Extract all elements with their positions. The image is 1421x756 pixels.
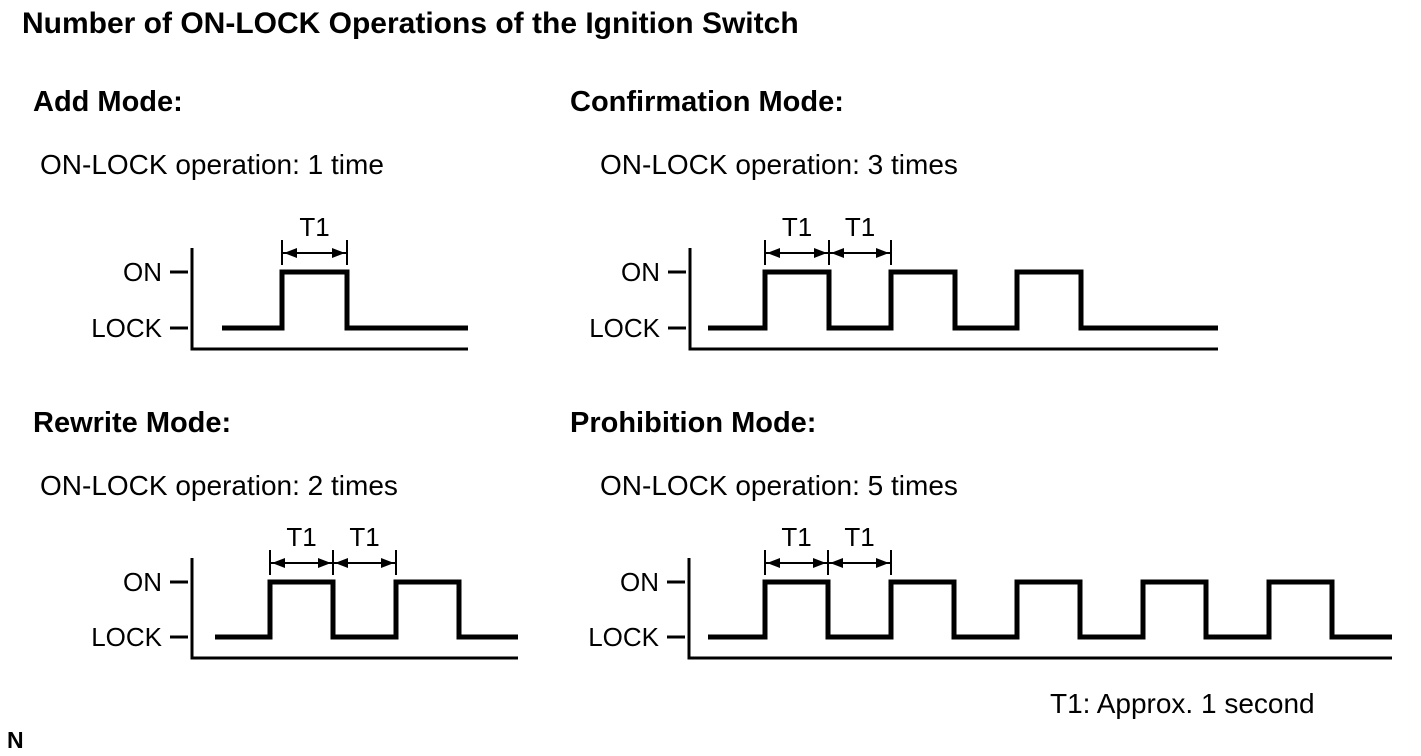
corner-letter: N	[7, 727, 24, 753]
t1-arrowhead-right	[381, 558, 394, 568]
t1-arrowhead-left	[767, 248, 780, 258]
t1-label: T1	[781, 522, 811, 552]
t1-label: T1	[349, 522, 379, 552]
t1-arrowhead-left	[830, 558, 843, 568]
axis-line	[688, 248, 1218, 351]
page-title: Number of ON-LOCK Operations of the Igni…	[22, 7, 799, 40]
t1-label: T1	[299, 212, 329, 242]
operation-count-add-mode: ON-LOCK operation: 1 time	[40, 149, 384, 180]
lock-level-label: LOCK	[589, 313, 660, 343]
lock-level-label: LOCK	[588, 622, 659, 652]
square-wave-line	[708, 579, 1392, 640]
waveform-confirmation: ON LOCK T1 T1	[589, 212, 1218, 351]
t1-arrowhead-left	[284, 248, 297, 258]
t1-arrowhead-right	[332, 248, 345, 258]
on-level-label: ON	[123, 567, 162, 597]
operation-count-confirmation-mode: ON-LOCK operation: 3 times	[600, 149, 958, 180]
t1-arrowhead-right	[318, 558, 331, 568]
t1-label: T1	[845, 212, 875, 242]
t1-arrowhead-left	[335, 558, 348, 568]
waveform-prohibition: ON LOCK T1 T1	[588, 522, 1392, 660]
t1-arrowhead-left	[767, 558, 780, 568]
on-level-label: ON	[621, 257, 660, 287]
panel-title-prohibition-mode: Prohibition Mode:	[570, 407, 817, 439]
panel-title-confirmation-mode: Confirmation Mode:	[570, 86, 844, 118]
t1-arrowhead-right	[876, 248, 889, 258]
t1-label: T1	[782, 212, 812, 242]
on-level-label: ON	[123, 257, 162, 287]
t1-arrowhead-right	[813, 558, 826, 568]
on-level-label: ON	[620, 567, 659, 597]
axis-line	[190, 248, 468, 351]
t1-arrowhead-left	[831, 248, 844, 258]
lock-level-label: LOCK	[91, 313, 162, 343]
waveform-rewrite: ON LOCK T1 T1	[91, 522, 518, 660]
operation-count-prohibition-mode: ON-LOCK operation: 5 times	[600, 470, 958, 501]
t1-arrowhead-left	[272, 558, 285, 568]
t1-arrowhead-right	[814, 248, 827, 258]
t1-arrowhead-right	[876, 558, 889, 568]
t1-label: T1	[286, 522, 316, 552]
waveform-add: ON LOCK T1	[91, 212, 468, 351]
lock-level-label: LOCK	[91, 622, 162, 652]
square-wave-line	[215, 579, 518, 640]
operation-count-rewrite-mode: ON-LOCK operation: 2 times	[40, 470, 398, 501]
panel-title-rewrite-mode: Rewrite Mode:	[33, 407, 232, 439]
t1-definition-note: T1: Approx. 1 second	[1050, 688, 1315, 719]
square-wave-line	[708, 269, 1218, 331]
axis-line	[687, 558, 1392, 660]
square-wave-line	[222, 269, 468, 331]
axis-line	[190, 558, 518, 660]
panel-title-add-mode: Add Mode:	[33, 86, 183, 118]
t1-label: T1	[844, 522, 874, 552]
